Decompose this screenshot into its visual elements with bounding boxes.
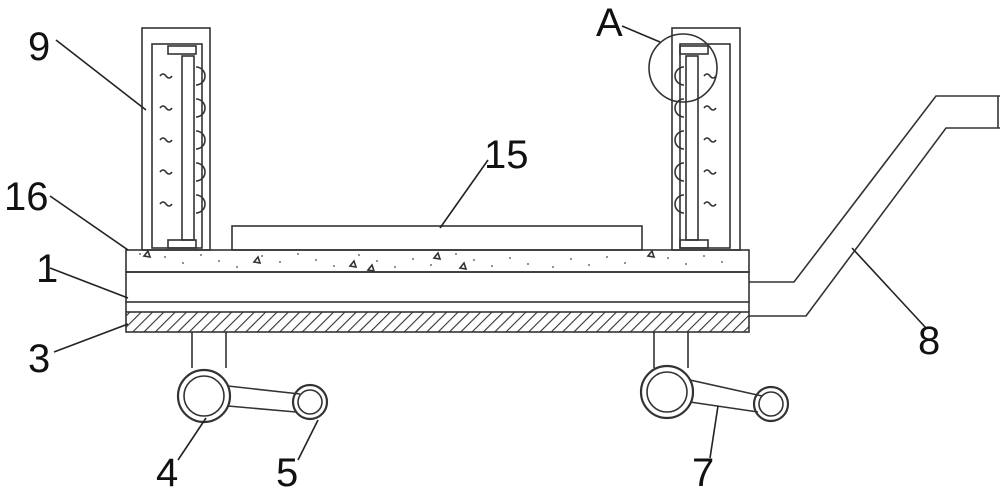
spring-bump xyxy=(674,66,685,86)
leader-4 xyxy=(177,417,207,461)
texture-dot xyxy=(703,255,705,257)
spring-coil xyxy=(159,137,173,143)
spring-coil xyxy=(159,201,173,207)
texture-dot xyxy=(667,257,669,259)
texture-mark xyxy=(366,263,376,273)
handle-inner xyxy=(749,127,1000,317)
spring-coil xyxy=(703,105,717,111)
spring-bump xyxy=(195,130,206,150)
front-wheel xyxy=(176,368,232,424)
label-3: 3 xyxy=(28,337,50,381)
leader-8 xyxy=(851,247,927,329)
front-wheel-assembly xyxy=(176,332,329,424)
texture-dot xyxy=(412,258,414,260)
texture-dot xyxy=(279,261,281,263)
spring-bump xyxy=(674,98,685,118)
spring-coil xyxy=(703,73,717,79)
label-5: 5 xyxy=(276,451,298,495)
texture-dot xyxy=(527,263,529,265)
rear-link-wheel xyxy=(752,385,790,423)
spring-bump xyxy=(195,66,206,86)
texture-dot xyxy=(491,265,493,267)
label-8: 8 xyxy=(918,319,940,363)
left-side-post xyxy=(141,27,211,251)
spring-coil xyxy=(703,201,717,207)
spring-coil xyxy=(159,105,173,111)
leader-3 xyxy=(53,323,129,353)
texture-dot xyxy=(685,263,687,265)
texture-dot xyxy=(552,266,554,268)
label-9: 9 xyxy=(28,25,50,69)
leader-9 xyxy=(55,39,147,111)
texture-dot xyxy=(218,260,220,262)
texture-dot xyxy=(315,259,317,261)
spring-bump xyxy=(195,98,206,118)
texture-dot xyxy=(606,256,608,258)
texture-mark xyxy=(348,259,358,269)
texture-dot xyxy=(261,255,263,257)
top-layer xyxy=(125,249,750,273)
label-7: 7 xyxy=(692,451,714,495)
texture-dot xyxy=(509,257,511,259)
texture-dot xyxy=(376,260,378,262)
texture-dot xyxy=(236,266,238,268)
spring-bump xyxy=(674,194,685,214)
top-layer-texture xyxy=(139,249,723,273)
texture-mark xyxy=(646,249,656,259)
texture-mark xyxy=(458,261,468,271)
texture-dot xyxy=(139,253,141,255)
spring-bump xyxy=(195,162,206,182)
leader-1 xyxy=(49,267,129,299)
right-side-post xyxy=(671,27,741,251)
leader-15 xyxy=(439,159,489,229)
texture-dot xyxy=(624,262,626,264)
texture-dot xyxy=(473,259,475,261)
texture-dot xyxy=(588,264,590,266)
spring-coil xyxy=(159,169,173,175)
label-4: 4 xyxy=(156,451,178,495)
spring-coil xyxy=(703,169,717,175)
texture-mark xyxy=(432,251,442,261)
texture-dot xyxy=(394,266,396,268)
label-16: 16 xyxy=(4,175,49,219)
cushion xyxy=(231,225,643,251)
texture-dot xyxy=(721,261,723,263)
main-body xyxy=(125,271,750,303)
texture-dot xyxy=(200,254,202,256)
front-link-wheel xyxy=(291,383,329,421)
texture-dot xyxy=(358,254,360,256)
rear-wheel-assembly xyxy=(639,332,790,423)
spring-coil xyxy=(703,137,717,143)
leader-5 xyxy=(297,419,319,461)
texture-dot xyxy=(182,262,184,264)
rear-wheel xyxy=(639,364,695,420)
bottom-layer xyxy=(125,311,750,333)
label-15: 15 xyxy=(484,133,529,177)
left-springs xyxy=(159,66,206,214)
texture-dot xyxy=(570,258,572,260)
detail-circle xyxy=(648,33,718,103)
texture-mark xyxy=(142,249,152,259)
leader-7 xyxy=(709,405,719,459)
handle-outer xyxy=(749,95,1000,283)
spring-bump xyxy=(195,194,206,214)
spring-bump xyxy=(674,130,685,150)
texture-dot xyxy=(297,253,299,255)
texture-mark xyxy=(252,255,262,265)
texture-dot xyxy=(430,264,432,266)
leader-16 xyxy=(49,195,129,251)
right-springs xyxy=(674,66,717,214)
texture-dot xyxy=(333,265,335,267)
texture-dot xyxy=(455,253,457,255)
label-A: A xyxy=(596,1,623,45)
spring-coil xyxy=(159,73,173,79)
spring-bump xyxy=(674,162,685,182)
leader-A xyxy=(621,25,661,43)
label-1: 1 xyxy=(36,247,58,291)
texture-dot xyxy=(164,256,166,258)
